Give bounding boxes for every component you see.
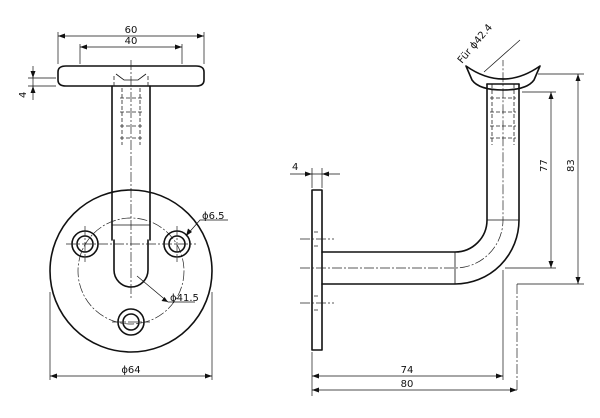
dim-base-diameter: ϕ64	[121, 365, 140, 376]
side-dimensions: 4 Für ϕ42.4 77 83 74 80	[290, 22, 584, 396]
saddle-plate-front	[57, 65, 205, 87]
dim-thickness-front: 4	[18, 92, 29, 98]
stem-slot	[113, 239, 149, 288]
dim-thickness-side: 4	[292, 162, 298, 173]
dim-40: 40	[125, 36, 138, 47]
handrail-saddle-side	[465, 65, 541, 91]
dim-height-inner: 77	[539, 159, 550, 172]
base-plate-circle	[49, 189, 213, 353]
front-view	[49, 60, 213, 353]
dim-projection-outer: 80	[401, 379, 414, 390]
support-stem-front	[111, 85, 151, 241]
front-dimensions: 60 40 4 ϕ6.5 ϕ41.5 ϕ64	[18, 25, 228, 380]
dim-height-outer: 83	[566, 159, 577, 172]
dim-projection-inner: 74	[401, 365, 414, 376]
dim-bolt-circle: ϕ41.5	[170, 293, 199, 304]
wall-plate-side	[311, 189, 323, 351]
bolt-circle	[77, 217, 185, 325]
label-for-handrail: Für ϕ42.4	[456, 22, 495, 66]
dim-hole: ϕ6.5	[202, 211, 225, 222]
side-view	[300, 60, 541, 351]
dim-60: 60	[125, 25, 138, 36]
support-arm-side	[321, 83, 488, 253]
